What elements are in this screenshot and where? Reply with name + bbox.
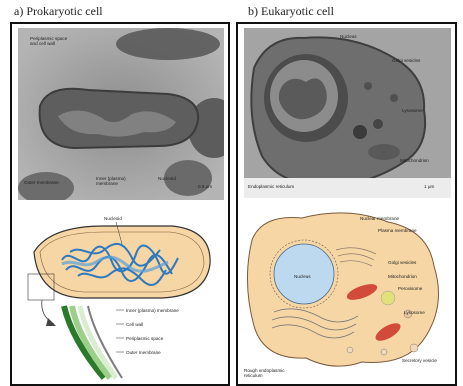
eu-diagram-label-nucleus: Nucleus	[294, 274, 311, 279]
micrograph-label-periplasmic: Periplasmic space and cell wall	[30, 36, 67, 46]
prokaryote-diagram	[12, 200, 232, 386]
eu-diagram-label-golgi: Golgi vesicles	[388, 260, 416, 265]
micrograph-label-outer-membrane: Outer membrane	[24, 180, 59, 185]
eu-micrograph-label-mitochondrion: Mitochondrion	[400, 158, 429, 163]
eu-micrograph-label-nucleus: Nucleus	[340, 34, 357, 39]
diagram-label-inner-membrane: Inner (plasma) membrane	[126, 308, 179, 313]
eu-micrograph-label-lysosome: Lysosome	[402, 108, 423, 113]
diagram-label-periplasmic: Periplasmic space	[126, 336, 163, 341]
eu-micrograph-label-golgi: Golgi vesicles	[392, 58, 420, 63]
eu-diagram-label-plasma-membrane: Plasma membrane	[378, 228, 417, 233]
panel-b-title: b) Eukaryotic cell	[248, 4, 334, 19]
eu-diagram-label-nuclear-membrane: Nuclear membrane	[360, 216, 399, 221]
prokaryote-micrograph-image	[18, 28, 224, 200]
eu-micrograph-scale-bar: 1 μm	[424, 184, 434, 189]
diagram-label-nucleoid: Nucleoid	[104, 216, 122, 221]
micrograph-label-nucleoid: Nucleoid	[158, 176, 176, 181]
micrograph-label-inner-membrane: Inner (plasma) membrane	[96, 176, 126, 186]
panel-a-title: a) Prokaryotic cell	[14, 4, 103, 19]
diagram-label-cell-wall: Cell wall	[126, 322, 143, 327]
eu-micrograph-label-er: Endoplasmic reticulum	[248, 184, 294, 189]
micrograph-scale-bar: 0.5 μm	[198, 184, 212, 189]
eukaryotic-panel: Nucleus Golgi vesicles Lysosome Mitochon…	[236, 22, 457, 386]
prokaryote-micrograph: Periplasmic space and cell wall Outer me…	[18, 28, 224, 200]
eu-diagram-label-lysosome: Lysosome	[404, 310, 425, 315]
prokaryotic-panel: Periplasmic space and cell wall Outer me…	[10, 22, 230, 386]
diagram-label-outer-membrane: Outer membrane	[126, 350, 161, 355]
eu-diagram-label-mitochondrion: Mitochondrion	[388, 274, 417, 279]
eu-diagram-label-rough-er: Rough endoplasmic reticulum	[244, 368, 285, 378]
eu-diagram-label-secretory: Secretory vesicle	[402, 358, 437, 363]
eukaryote-micrograph: Nucleus Golgi vesicles Lysosome Mitochon…	[244, 28, 451, 198]
eu-diagram-label-peroxisome: Peroxisome	[398, 286, 422, 291]
